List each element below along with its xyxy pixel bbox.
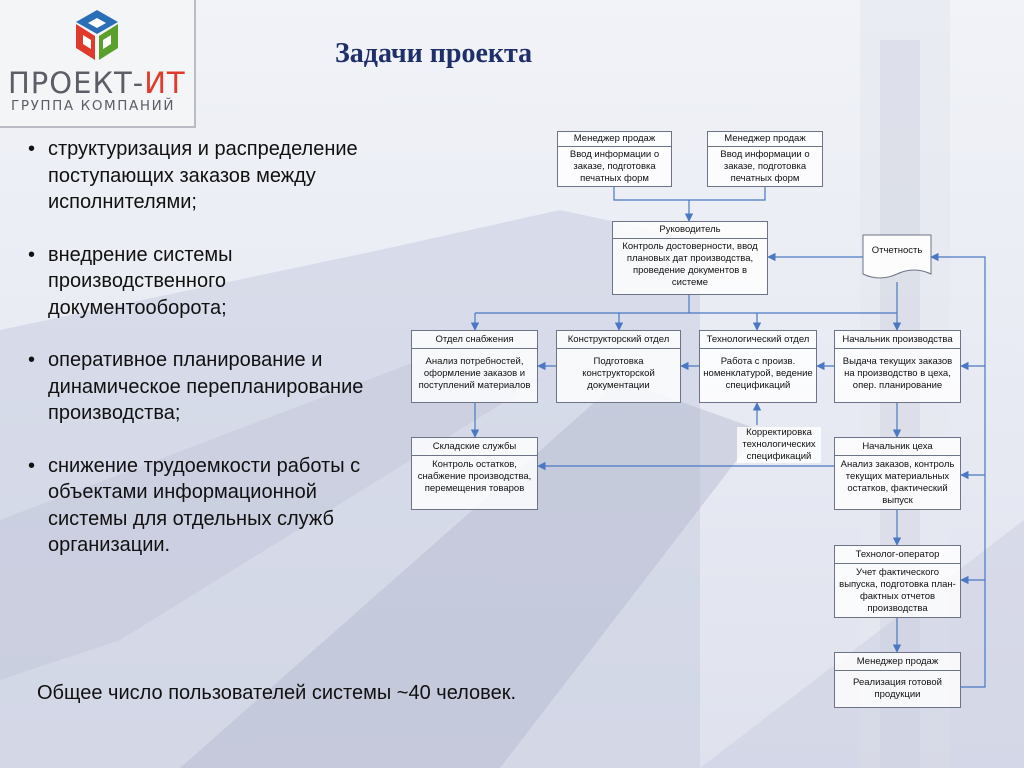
box-body: Анализ заказов, контроль текущих материа…	[840, 459, 955, 506]
operator-box: Технолог-оператор Учет фактического выпу…	[834, 545, 961, 618]
bullet-item: оперативное планирование и динамическое …	[28, 347, 398, 427]
company-logo: ПРОЕКТ-ИТ ГРУППА КОМПАНИЙ	[0, 0, 196, 128]
box-title: Конструкторский отдел	[557, 331, 680, 349]
box-body: Реализация готовой продукции	[853, 677, 942, 700]
box-body: Контроль достоверности, ввод плановых да…	[622, 241, 758, 288]
box-title: Складские службы	[412, 438, 537, 456]
sales-manager-box-2: Менеджер продаж Ввод информации о заказе…	[707, 131, 823, 187]
box-body: Учет фактического выпуска, подготовка пл…	[839, 567, 956, 614]
connector-sales1-head	[613, 187, 766, 201]
users-count-note: Общее число пользователей системы ~40 че…	[37, 682, 517, 704]
bullet-item: внедрение системы производственного доку…	[28, 242, 398, 322]
production-head-box: Начальник производства Выдача текущих за…	[834, 330, 961, 403]
box-body: Ввод информации о заказе, подготовка печ…	[569, 149, 660, 184]
box-title: Начальник цеха	[835, 438, 960, 456]
bullet-list: структуризация и распределение поступающ…	[28, 136, 398, 585]
box-title: Технолог-оператор	[835, 546, 960, 564]
bullet-item: снижение трудоемкости работы с объектами…	[28, 453, 398, 559]
bullet-item: структуризация и распределение поступающ…	[28, 136, 398, 216]
correction-label: Корректировка технологических спецификац…	[737, 427, 821, 463]
report-document-icon	[862, 234, 932, 279]
box-body: Выдача текущих заказов на производство в…	[842, 356, 953, 391]
report-label: Отчетность	[871, 245, 923, 256]
box-body: Работа с произв. номенклатурой, ведение …	[703, 356, 813, 391]
sales-manager-box-1: Менеджер продаж Ввод информации о заказе…	[557, 131, 672, 187]
shop-head-box: Начальник цеха Анализ заказов, контроль …	[834, 437, 961, 510]
supply-dept-box: Отдел снабжения Анализ потребностей, офо…	[411, 330, 538, 403]
connector-right-return	[930, 252, 986, 688]
box-body: Подготовка конструкторской документации	[582, 356, 655, 391]
warehouse-box: Складские службы Контроль остатков, снаб…	[411, 437, 538, 510]
box-title: Начальник производства	[835, 331, 960, 349]
logo-name: ПРОЕКТ-ИТ	[8, 66, 186, 100]
box-title: Отдел снабжения	[412, 331, 537, 349]
design-dept-box: Конструкторский отдел Подготовка констру…	[556, 330, 681, 403]
sales-manager-box-3: Менеджер продаж Реализация готовой проду…	[834, 652, 961, 708]
box-title: Руководитель	[613, 222, 767, 239]
box-title: Технологический отдел	[700, 331, 816, 349]
box-title: Менеджер продаж	[558, 132, 671, 147]
box-title: Менеджер продаж	[708, 132, 822, 147]
slide-title: Задачи проекта	[335, 38, 533, 69]
tech-dept-box: Технологический отдел Работа с произв. н…	[699, 330, 817, 403]
cube-logo-icon	[76, 10, 118, 60]
box-title: Менеджер продаж	[835, 653, 960, 671]
box-body: Анализ потребностей, оформление заказов …	[418, 356, 531, 391]
box-body: Контроль остатков, снабжение производств…	[417, 459, 532, 494]
box-body: Ввод информации о заказе, подготовка печ…	[720, 149, 810, 184]
logo-subtitle: ГРУППА КОМПАНИЙ	[11, 98, 176, 114]
head-box: Руководитель Контроль достоверности, вво…	[612, 221, 768, 295]
